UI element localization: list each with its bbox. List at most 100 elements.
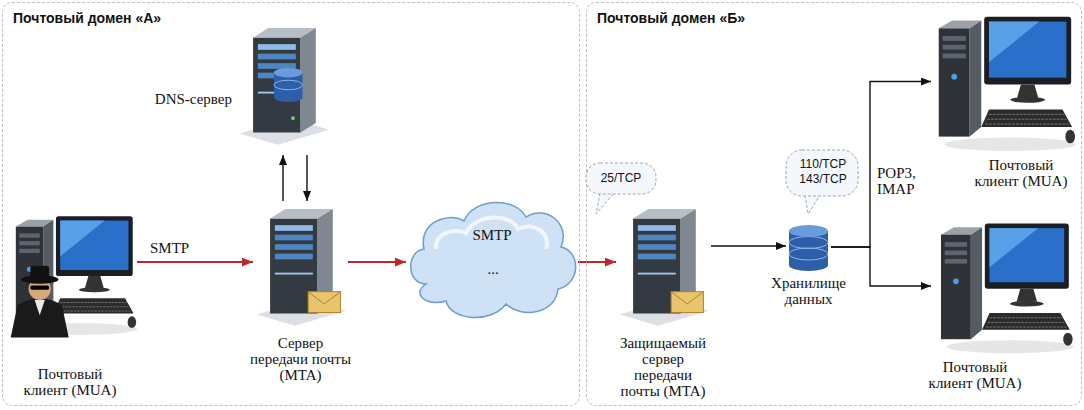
connector-arrow — [137, 261, 253, 263]
db-band — [789, 237, 828, 249]
drive-bay — [945, 242, 967, 247]
keyboard — [982, 313, 1070, 330]
monitor-screen — [990, 228, 1065, 282]
drive-bay — [19, 233, 39, 237]
dns-server: DNS-сервер — [236, 15, 331, 155]
keyboard-keys — [987, 119, 1066, 120]
keyboard-keys — [60, 302, 127, 303]
drive-bay — [638, 244, 676, 250]
mta-server: Сервер передачи почты (MTA) — [253, 201, 348, 331]
monitor-base — [1010, 97, 1045, 103]
keyboard-keys — [988, 322, 1065, 323]
power-light — [951, 74, 957, 80]
screen-glare — [990, 228, 1039, 267]
mouse — [1065, 130, 1075, 144]
icon-graphic — [9, 186, 137, 361]
edge-label: SMTP — [150, 240, 210, 256]
mail-domain-region: Почтовый домен «Б» Защищаемый сервер пере… — [586, 2, 1082, 406]
monitor-screen — [989, 22, 1066, 78]
envelope-flap — [308, 292, 340, 304]
connector-arrow — [282, 155, 283, 201]
db-band — [274, 80, 303, 90]
mail-client: Почтовый клиент (MUA) — [931, 216, 1076, 356]
connector-arrow — [306, 155, 307, 201]
tower-side — [970, 21, 982, 137]
node-label: Сервер передачи почты (MTA) — [247, 335, 354, 383]
keyboard-keys — [985, 124, 1068, 125]
cloud-shape — [411, 202, 576, 317]
drive-bay — [638, 254, 676, 260]
callout-bubble — [586, 163, 656, 194]
drive-bay — [258, 44, 296, 50]
monitor-stand — [85, 276, 104, 288]
icon-graphic — [931, 9, 1076, 154]
callout-bubble — [596, 193, 614, 214]
node-label: Почтовый клиент (MUA) — [14, 366, 126, 398]
port-callout: 25/TCP — [590, 171, 652, 186]
mouse — [128, 316, 137, 328]
monitor-frame — [56, 216, 133, 276]
db-band — [789, 248, 828, 260]
keyboard-keys — [986, 327, 1066, 328]
drive-bay — [275, 225, 313, 231]
monitor-stand — [1017, 289, 1038, 302]
attacker-collar — [35, 300, 45, 315]
connector-arrow — [831, 247, 931, 286]
tower-front — [939, 28, 970, 136]
node-label: DNS-сервер — [130, 91, 232, 107]
drive-bay — [638, 235, 676, 241]
icon-graphic — [236, 15, 331, 155]
keyboard-keys — [58, 306, 128, 307]
connector-arrow — [578, 261, 616, 263]
envelope — [671, 292, 703, 313]
drive-bay — [943, 36, 966, 41]
keyboard — [53, 298, 133, 313]
callout-bubble — [786, 150, 858, 196]
drive-bay — [275, 235, 313, 241]
mail-client: Почтовый клиент (MUA) — [931, 9, 1076, 154]
drive-bay — [275, 254, 313, 260]
cloud-highlight — [436, 217, 547, 249]
node-label: Почтовый клиент (MUA) — [971, 157, 1071, 189]
node-label: Почтовый клиент (MUA) — [925, 359, 1025, 391]
shadow — [947, 340, 1074, 353]
server-light — [638, 273, 676, 275]
mail-domain-region: Почтовый домен «А» DNS-серверПочтовый кли… — [2, 2, 580, 406]
envelope-flap — [671, 292, 703, 304]
node-label: ... — [468, 261, 518, 277]
node-label: SMTP — [458, 227, 526, 243]
db-bottom — [789, 259, 828, 271]
db-top — [274, 68, 303, 78]
monitor-stand — [1017, 84, 1038, 98]
tower-side — [971, 227, 982, 339]
server-led — [291, 116, 295, 120]
icon-graphic — [406, 189, 578, 329]
region-title: Почтовый домен «А» — [13, 10, 161, 26]
connector-arrow — [711, 245, 786, 246]
region-title: Почтовый домен «Б» — [597, 10, 745, 26]
monitor-frame — [985, 223, 1069, 288]
callout-bubble — [805, 195, 820, 214]
keyboard-keys — [57, 311, 130, 312]
drive-bay — [638, 225, 676, 231]
screen-glare — [60, 221, 104, 257]
monitor-frame — [984, 17, 1071, 85]
attacker-mail-client: Почтовый клиент (MUA) — [9, 186, 137, 361]
port-callout: 110/TCP 143/TCP — [790, 157, 856, 187]
db-top — [789, 225, 828, 237]
drive-bay — [275, 244, 313, 250]
mouse — [1063, 333, 1072, 346]
db-bottom — [274, 93, 303, 103]
monitor-base — [79, 287, 110, 292]
keyboard-keys — [989, 114, 1064, 115]
data-storage: Хранилище данных — [786, 223, 831, 271]
icon-graphic — [786, 223, 831, 271]
tower-front — [941, 235, 971, 340]
connector-arrow — [348, 261, 406, 263]
icon-graphic — [253, 201, 348, 331]
drive-bay — [258, 54, 296, 60]
protected-mta-server: Защищаемый сервер передачи почты (MTA) — [616, 201, 711, 331]
